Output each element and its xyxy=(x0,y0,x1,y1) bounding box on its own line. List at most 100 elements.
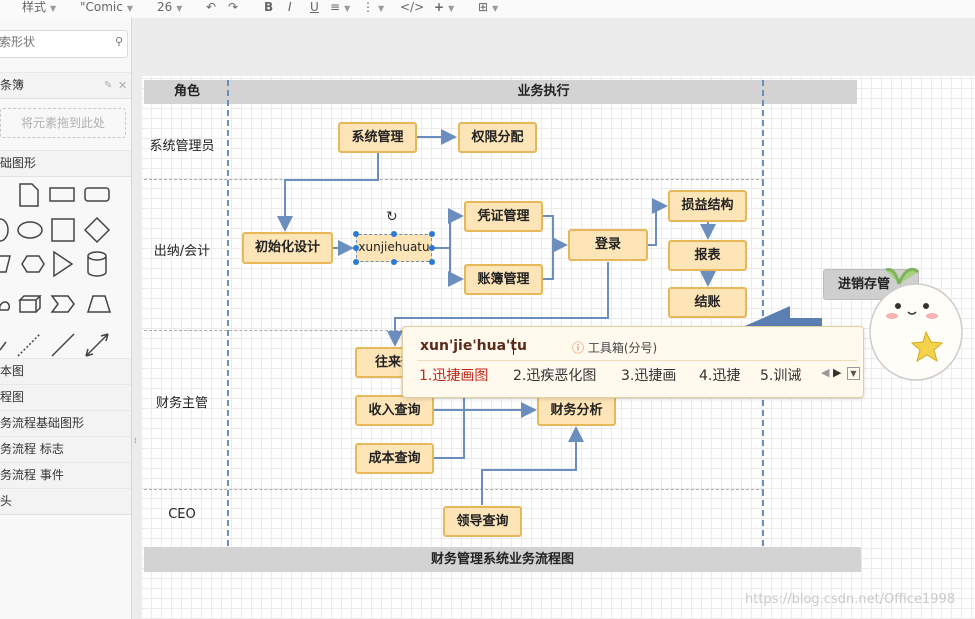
font-label: "Comic xyxy=(80,0,123,14)
resize-handle xyxy=(353,245,359,251)
role-ceo[interactable]: CEO xyxy=(168,507,196,522)
drop-zone[interactable]: 将元素拖到此处 xyxy=(0,108,126,138)
node-close[interactable]: 结账 xyxy=(668,287,747,318)
resize-handle xyxy=(429,231,435,237)
edge-split-ledger xyxy=(448,248,464,287)
ime-candidate-3[interactable]: 3.迅捷画 xyxy=(621,368,677,384)
ime-candidate-4[interactable]: 4.迅捷 xyxy=(699,368,741,384)
edge-ledger-login xyxy=(543,245,554,280)
resize-handle xyxy=(429,259,435,265)
expand-icon[interactable]: ▼ xyxy=(847,367,860,380)
scratchpad-header[interactable]: 条簿 ✎ ✕ xyxy=(0,72,131,99)
scratchpad-title: 条簿 xyxy=(0,78,25,92)
resize-handle xyxy=(353,231,359,237)
sidebar-resizer[interactable]: ⁞ xyxy=(131,18,142,619)
search-icon[interactable]: ⚲ xyxy=(114,35,123,48)
step-shape xyxy=(50,295,75,313)
close-icon[interactable]: ✕ xyxy=(118,79,128,92)
hexagon-shape xyxy=(21,255,45,273)
general-shapes-header[interactable]: 础图形 xyxy=(0,150,131,177)
double-arrow-shape xyxy=(85,333,109,357)
watermark: https://blog.csdn.net/Office1998 xyxy=(745,592,956,607)
style-dropdown[interactable]: 样式▼ xyxy=(22,0,56,16)
trapezoid-shape xyxy=(86,295,112,313)
node-report[interactable]: 报表 xyxy=(668,240,747,271)
undo-icon[interactable]: ↶ xyxy=(206,0,217,14)
node-init-design[interactable]: 初始化设计 xyxy=(242,232,333,264)
insert-button[interactable]: +▼ xyxy=(434,0,454,16)
ime-candidate-window[interactable]: xun'jie'hua'tu ⓘ 工具箱(分号) 1.迅捷画图 2.迅疾恶化图 … xyxy=(402,326,864,398)
square-shape xyxy=(51,218,75,242)
ime-candidate-2[interactable]: 2.迅疾恶化图 xyxy=(513,368,597,384)
chevron-down-icon: ▼ xyxy=(448,4,455,13)
align-icon[interactable]: ≡▼ xyxy=(330,0,351,14)
edge-leader-analysis xyxy=(481,426,584,505)
underline-button[interactable]: U xyxy=(310,0,319,14)
pointer-arrow xyxy=(745,306,822,326)
node-sys-manage[interactable]: 系统管理 xyxy=(338,122,417,153)
node-profit-structure[interactable]: 损益结构 xyxy=(668,190,747,222)
resize-handle xyxy=(391,259,397,265)
rounded-rect-shape xyxy=(84,187,110,202)
node-ledger[interactable]: 账簿管理 xyxy=(464,264,543,295)
edge-split-voucher xyxy=(448,208,464,248)
search-box[interactable]: ⚲ xyxy=(0,30,128,58)
role-finance-manager[interactable]: 财务主管 xyxy=(155,396,208,411)
library-bpmn-event[interactable]: 务流程 事件 xyxy=(0,462,131,489)
diagram-footer[interactable]: 财务管理系统业务流程图 xyxy=(144,547,861,572)
font-dropdown[interactable]: "Comic▼ xyxy=(80,0,133,16)
dashed-line-shape xyxy=(17,333,41,357)
node-income-query[interactable]: 收入查询 xyxy=(355,395,434,426)
role-sys-admin[interactable]: 系统管理员 xyxy=(149,139,215,154)
node-login[interactable]: 登录 xyxy=(568,229,648,261)
cloud-shape xyxy=(0,301,10,311)
lane-separator xyxy=(144,179,764,180)
node-cost-query[interactable]: 成本查询 xyxy=(355,443,434,474)
font-size-dropdown[interactable]: 26▼ xyxy=(157,0,182,16)
ime-candidate-1[interactable]: 1.迅捷画图 xyxy=(419,368,489,384)
mascot-icon xyxy=(869,267,963,381)
search-input[interactable] xyxy=(0,31,104,53)
style-label: 样式 xyxy=(22,0,47,14)
ime-divider xyxy=(417,360,857,361)
rectangle-shape xyxy=(49,187,75,202)
node-voucher[interactable]: 凭证管理 xyxy=(464,201,543,232)
role-header[interactable]: 角色 xyxy=(144,80,230,104)
ime-composition[interactable]: xun'jie'hua'tu xyxy=(420,338,527,354)
table-icon[interactable]: ⊞▼ xyxy=(478,0,499,14)
triangle-shape xyxy=(53,250,74,278)
ellipse-shape xyxy=(17,221,43,239)
bold-button[interactable]: B xyxy=(264,0,274,14)
next-page-icon[interactable]: ▶ xyxy=(833,366,842,379)
library-arrows[interactable]: 头 xyxy=(0,488,131,515)
prev-page-icon[interactable]: ◀ xyxy=(821,366,830,379)
chevron-down-icon: ▼ xyxy=(176,4,183,13)
cylinder-shape xyxy=(87,251,107,277)
node-perm-assign[interactable]: 权限分配 xyxy=(458,122,537,153)
more-vertical-icon[interactable]: ⋮▼ xyxy=(362,0,385,14)
rotate-icon[interactable]: ↻ xyxy=(386,209,398,225)
toolbar: 样式▼ "Comic▼ 26▼ ↶ ↷ B I U ≡▼ ⋮▼ </> +▼ ⊞… xyxy=(0,0,975,19)
circle-shape xyxy=(0,218,9,242)
edit-icon[interactable]: ✎ xyxy=(104,80,113,91)
canvas-margin xyxy=(141,18,975,76)
role-accountant[interactable]: 出纳/会计 xyxy=(153,244,211,259)
lane-divider xyxy=(227,80,229,546)
ime-candidate-5[interactable]: 5.训诫 xyxy=(760,368,802,384)
node-leader-query[interactable]: 领导查询 xyxy=(443,506,522,537)
lane-separator xyxy=(144,489,764,490)
lane-divider xyxy=(762,80,764,546)
redo-icon[interactable]: ↷ xyxy=(228,0,239,14)
ime-toolbox[interactable]: ⓘ 工具箱(分号) xyxy=(572,339,657,356)
exec-header[interactable]: 业务执行 xyxy=(230,80,857,104)
line-shape xyxy=(51,333,75,357)
edge-sys-init xyxy=(277,153,379,232)
cube-shape xyxy=(18,295,42,313)
italic-button[interactable]: I xyxy=(288,0,292,14)
library-bpmn-marker[interactable]: 务流程 标志 xyxy=(0,436,131,463)
parallelogram-shape xyxy=(0,255,11,273)
edge-voucher-login xyxy=(543,215,568,253)
code-button[interactable]: </> xyxy=(400,0,425,14)
